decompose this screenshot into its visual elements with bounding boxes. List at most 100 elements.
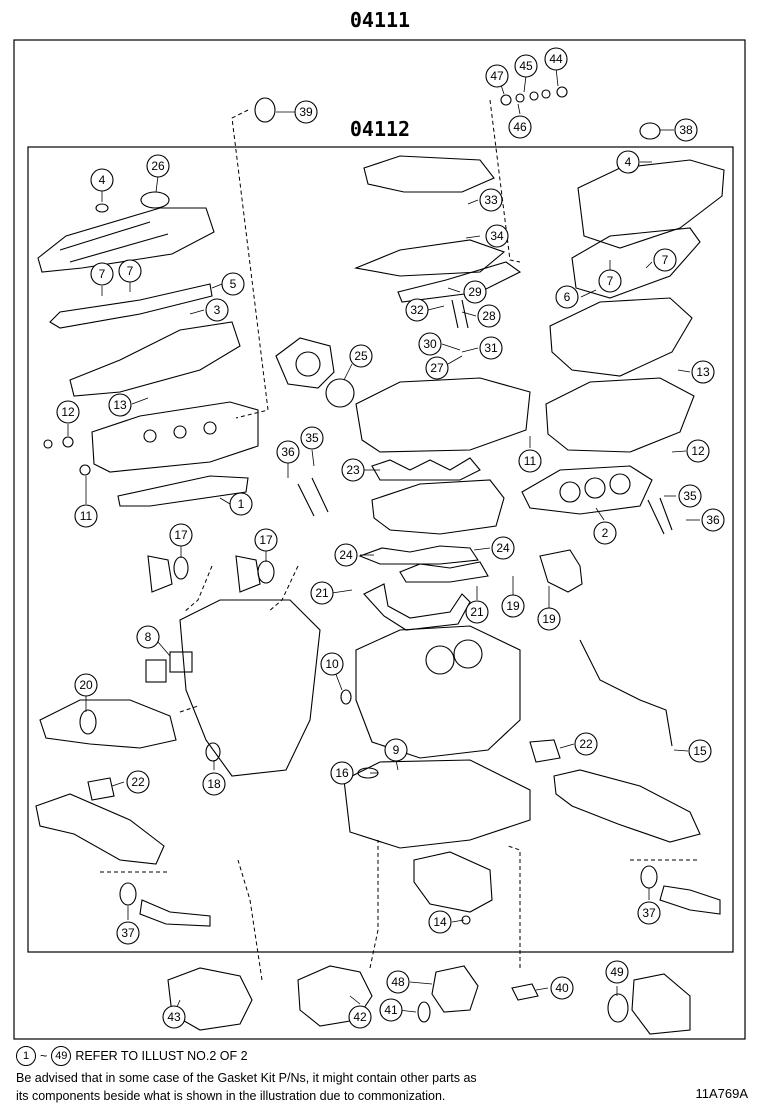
left-catalytic-converter: [35, 793, 165, 865]
callout-number: 27: [430, 361, 444, 375]
callout-c22b: 22: [574, 732, 598, 756]
part-2-head-gasket: [521, 465, 653, 515]
callout-number: 9: [393, 743, 400, 757]
callout-number: 15: [693, 744, 707, 758]
callout-circle: [90, 168, 114, 192]
callout-circle: [254, 528, 278, 552]
callout-number: 17: [259, 533, 273, 547]
callout-c18: 18: [202, 772, 226, 796]
callout-c41: 41: [379, 998, 403, 1022]
callout-circle: [479, 188, 503, 212]
callout-circle: [418, 332, 442, 356]
callout-number: 35: [305, 431, 319, 445]
callout-circle: [593, 521, 617, 545]
callout-number: 39: [299, 105, 313, 119]
callout-number: 40: [555, 981, 569, 995]
callout-circle: [74, 504, 98, 528]
callout-circle: [691, 360, 715, 384]
water-pipe: [363, 583, 471, 631]
upper-intake-gasket: [363, 155, 495, 193]
callout-circle: [428, 910, 452, 934]
callout-c26: 26: [146, 154, 170, 178]
callout-c22a: 22: [126, 770, 150, 794]
callout-c37b: 37: [637, 901, 661, 925]
callout-c31: 31: [479, 336, 503, 360]
right-valve-cover: [577, 159, 725, 249]
callout-circle: [686, 439, 710, 463]
callout-c34: 34: [485, 224, 509, 248]
callout-number: 21: [315, 586, 329, 600]
callout-c28: 28: [477, 304, 501, 328]
callout-c24b: 24: [491, 536, 515, 560]
callout-circle: [674, 118, 698, 142]
part-6-cover-gasket: [571, 227, 701, 299]
callout-c37a: 37: [116, 921, 140, 945]
callout-c15: 15: [688, 739, 712, 763]
callout-number: 26: [151, 159, 165, 173]
callout-circle: [276, 440, 300, 464]
callout-circle: [300, 426, 324, 450]
callout-number: 22: [579, 737, 593, 751]
callout-circle: [116, 921, 140, 945]
timing-cover: [179, 599, 321, 777]
callout-circle: [425, 356, 449, 380]
callout-circle: [330, 761, 354, 785]
callout-c1: 1: [229, 492, 253, 516]
callout-circle: [56, 400, 80, 424]
callout-circle: [169, 523, 193, 547]
callout-c8: 8: [136, 625, 160, 649]
left-exhaust-manifold: [39, 699, 177, 749]
callout-c43: 43: [162, 1005, 186, 1029]
callout-number: 44: [549, 52, 563, 66]
advisory-line-2: its components beside what is shown in t…: [16, 1089, 446, 1103]
part-41-oring: [417, 1001, 431, 1023]
callout-number: 12: [691, 444, 705, 458]
part-18-seal: [205, 742, 221, 762]
part-22-gasket-right: [529, 739, 561, 763]
part-39-oring: [254, 97, 276, 123]
callout-number: 24: [339, 548, 353, 562]
callout-circle: [477, 304, 501, 328]
callout-circle: [136, 625, 160, 649]
callout-circle: [598, 269, 622, 293]
callout-number: 12: [61, 405, 75, 419]
callout-c49: 49: [605, 960, 629, 984]
callout-circle: [616, 150, 640, 174]
dipstick-tube: [579, 639, 673, 747]
left-cam-housing: [69, 321, 241, 397]
part-4-seal-left: [95, 203, 109, 213]
callout-circle: [479, 336, 503, 360]
callout-number: 19: [542, 612, 556, 626]
callout-c16: 16: [330, 761, 354, 785]
callout-c20: 20: [74, 673, 98, 697]
callout-circle: [463, 280, 487, 304]
callout-circle: [544, 47, 568, 71]
callout-number: 6: [564, 290, 571, 304]
callout-number: 4: [625, 155, 632, 169]
callout-number: 43: [167, 1010, 181, 1024]
callout-number: 36: [706, 513, 720, 527]
callout-c38: 38: [674, 118, 698, 142]
callout-number: 11: [524, 454, 537, 468]
callout-number: 23: [346, 463, 360, 477]
callout-number: 8: [145, 630, 152, 644]
callout-circle: [555, 285, 579, 309]
callout-circle: [485, 64, 509, 88]
callout-number: 37: [642, 906, 656, 920]
refer-note: 1 ~ 49 REFER TO ILLUST NO.2 OF 2: [16, 1046, 248, 1066]
part-24-gasket-left: [358, 545, 479, 565]
callout-c39: 39: [294, 100, 318, 124]
callout-number: 5: [230, 277, 237, 291]
callout-c46: 46: [508, 115, 532, 139]
lower-oil-pan: [413, 851, 493, 913]
callout-c23: 23: [341, 458, 365, 482]
callout-number: 21: [470, 605, 484, 619]
part-23-gasket: [371, 457, 481, 481]
callout-c45: 45: [514, 54, 538, 78]
callout-number: 33: [484, 193, 498, 207]
callout-c24a: 24: [334, 543, 358, 567]
upper-oil-pan: [343, 759, 531, 849]
callout-number: 7: [99, 267, 106, 281]
callout-circle: [379, 998, 403, 1022]
